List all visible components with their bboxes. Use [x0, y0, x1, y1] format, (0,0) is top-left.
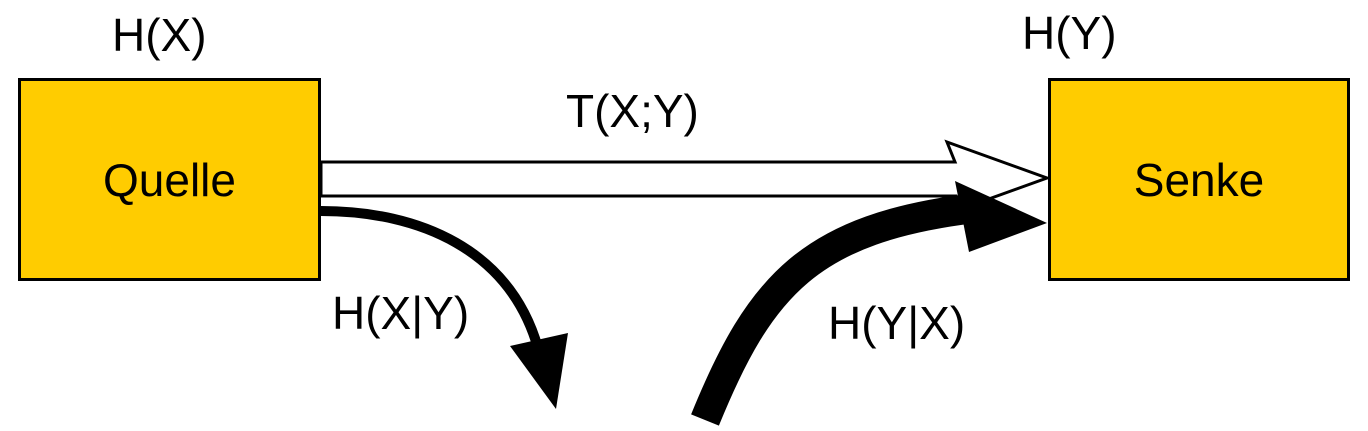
irrelevance-arrow-shaft: [691, 193, 977, 426]
transinformation-arrow: [319, 139, 1052, 217]
equivocation-arrow-head: [510, 333, 568, 409]
source-entropy-label: H(X): [112, 9, 207, 61]
equivocation-label: H(X|Y): [332, 287, 470, 339]
equivocation-arrow-shaft: [320, 206, 543, 350]
sink-box: Senke: [1048, 78, 1350, 281]
sink-label: Senke: [1133, 153, 1265, 206]
irrelevance-arrow-head: [955, 181, 1047, 252]
source-box: Quelle: [18, 78, 321, 281]
transinformation-label: T(X;Y): [566, 85, 699, 137]
irrelevance-label: H(Y|X): [828, 297, 966, 349]
sink-entropy-label: H(Y): [1022, 7, 1117, 59]
source-label: Quelle: [103, 153, 236, 206]
